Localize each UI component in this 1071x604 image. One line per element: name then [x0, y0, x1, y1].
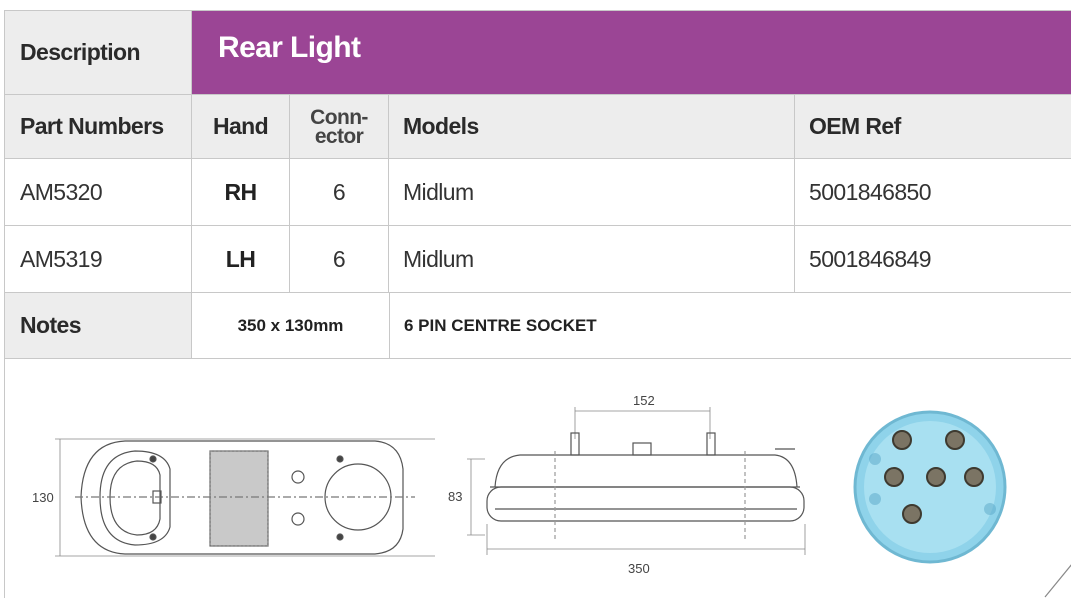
side-bottom-width-label: 350: [628, 561, 650, 576]
front-height-label: 130: [32, 490, 54, 505]
side-view-drawing: [467, 407, 806, 555]
product-sheet: Description Rear Light Part Numbers Hand…: [4, 10, 1071, 598]
notes-row: Notes 350 x 130mm 6 PIN CENTRE SOCKET: [5, 293, 1071, 359]
side-top-width-label: 152: [633, 393, 655, 408]
part-number: AM5319: [5, 226, 192, 292]
hand-value: RH: [192, 159, 290, 225]
model-value: Midlum: [389, 159, 795, 225]
column-header-row: Part Numbers Hand Conn- ector Models OEM…: [5, 95, 1071, 159]
table-row: AM5319 LH 6 Midlum 5001846849: [5, 226, 1071, 293]
notes-dimensions: 350 x 130mm: [192, 293, 390, 358]
oem-ref-value: 5001846850: [809, 178, 932, 205]
socket-photo: [853, 410, 1007, 564]
col-connector-line1: Conn-: [310, 105, 368, 129]
table-row: AM5320 RH 6 Midlum 5001846850: [5, 159, 1071, 226]
description-row: Description Rear Light: [5, 11, 1071, 95]
oem-ref-value: 5001846849: [809, 245, 932, 272]
technical-drawings: 130: [5, 359, 1071, 598]
col-hand: Hand: [192, 95, 290, 158]
col-oem-ref: OEM Ref: [809, 113, 901, 139]
description-label: Description: [5, 11, 192, 94]
part-number: AM5320: [5, 159, 192, 225]
side-height-label: 83: [448, 489, 462, 504]
col-models: Models: [389, 95, 795, 158]
hand-value: LH: [192, 226, 290, 292]
notes-label: Notes: [5, 293, 192, 358]
connector-value: 6: [290, 226, 389, 292]
connector-value: 6: [290, 159, 389, 225]
drawings-svg: 130: [32, 393, 1071, 598]
product-title: Rear Light: [192, 11, 1071, 94]
col-connector: Conn- ector: [290, 95, 389, 158]
col-connector-line2: ector: [314, 124, 364, 148]
front-view-drawing: [55, 438, 435, 557]
corner-mark: [1044, 564, 1071, 598]
model-value: Midlum: [389, 226, 795, 292]
col-part-numbers: Part Numbers: [5, 95, 192, 158]
notes-text: 6 PIN CENTRE SOCKET: [404, 315, 597, 335]
